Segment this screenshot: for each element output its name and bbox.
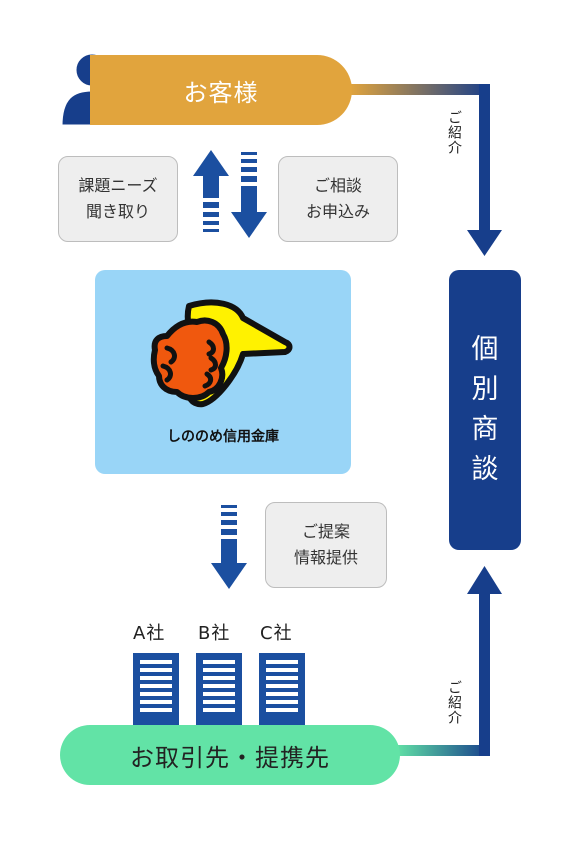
bank-card: しののめ信用金庫 <box>95 270 351 474</box>
meeting-char-4: 談 <box>471 454 499 485</box>
down-arrow-icon <box>231 152 267 238</box>
company-a-label: A社 <box>133 623 166 644</box>
consultation-line1: ご相談 <box>313 176 362 195</box>
bottom-connector-horizontal <box>395 745 490 756</box>
building-icon-b <box>194 652 244 728</box>
intro-label-top: ご紹介 <box>446 110 462 155</box>
bank-logo <box>150 299 293 408</box>
up-arrow-icon <box>193 150 229 232</box>
customer-label: お客様 <box>183 78 259 107</box>
building-icon-a <box>131 652 181 728</box>
partners-label: お取引先・提携先 <box>130 743 330 772</box>
company-b-label: B社 <box>198 623 231 644</box>
top-connector-vertical <box>479 84 490 234</box>
bank-name: しののめ信用金庫 <box>167 429 279 445</box>
proposal-line2: 情報提供 <box>293 548 358 567</box>
consultation-box: ご相談 お申込み <box>278 156 398 242</box>
partners-pill: お取引先・提携先 <box>60 725 400 785</box>
proposal-box: ご提案 情報提供 <box>265 502 387 588</box>
individual-meeting-box: 個 別 商 談 <box>449 270 521 550</box>
meeting-char-1: 個 <box>471 334 499 365</box>
bottom-connector-arrowhead <box>467 566 502 594</box>
building-icon-c <box>257 652 307 728</box>
proposal-line1: ご提案 <box>301 522 350 541</box>
meeting-char-2: 別 <box>471 374 499 405</box>
needs-hearing-line2: 聞き取り <box>85 202 150 221</box>
intro-label-bottom: ご紹介 <box>446 680 462 725</box>
needs-hearing-box: 課題ニーズ 聞き取り <box>58 156 178 242</box>
top-connector-horizontal <box>350 84 490 95</box>
bottom-connector-vertical <box>479 590 490 756</box>
company-c-label: C社 <box>260 623 293 644</box>
customer-pill: お客様 <box>90 55 352 125</box>
consultation-line2: お申込み <box>305 202 370 221</box>
proposal-down-arrow-icon <box>211 505 247 589</box>
meeting-char-3: 商 <box>471 414 499 445</box>
needs-hearing-line1: 課題ニーズ <box>78 176 158 195</box>
top-connector-arrowhead <box>467 230 502 256</box>
